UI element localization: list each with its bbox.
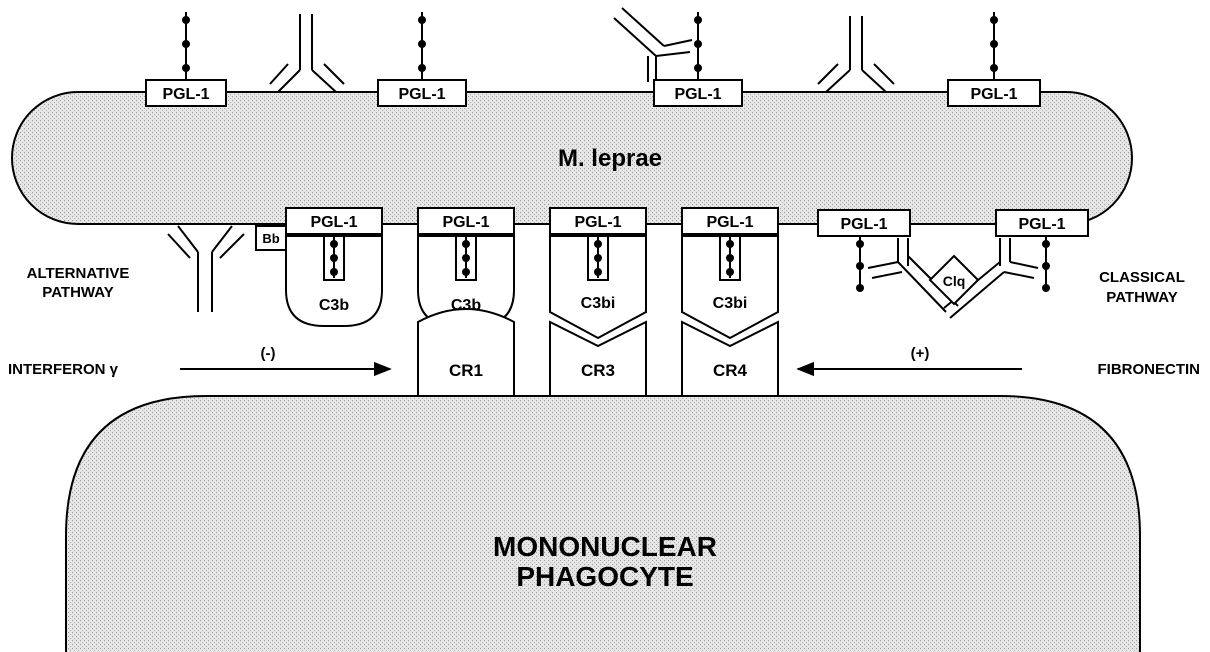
pgl1-top-3: PGL-1 [653, 12, 743, 107]
c1q-molecule [928, 254, 980, 306]
antibody-bottom-left [167, 225, 245, 312]
alternative-pathway-label-2: PATHWAY [42, 284, 113, 301]
classical-complex: PGL-1 PGL-1 Clq [817, 209, 1089, 319]
antibody-top-2 [817, 16, 895, 93]
phagocyte-label-line2: PHAGOCYTE [516, 561, 693, 592]
interferon-label: INTERFERON γ [8, 361, 119, 378]
c3b-alt-label: C3b [319, 297, 349, 314]
pgl1-bottom-6-label: PGL-1 [1018, 216, 1065, 233]
pgl1-top-1-label: PGL-1 [162, 86, 209, 103]
phagocyte-label-line1: MONONUCLEAR [493, 531, 717, 562]
c3bi-cr4-label: C3bi [713, 295, 748, 312]
fibronectin-label: FIBRONECTIN [1098, 361, 1201, 378]
pgl1-bottom-5-label: PGL-1 [840, 216, 887, 233]
pgl1-c3b-cr1: PGL-1 C3b CR1 [417, 207, 515, 397]
antibody-top-3-bound [613, 7, 693, 82]
pgl1-top-3-label: PGL-1 [674, 86, 721, 103]
pgl1-top-4-label: PGL-1 [970, 86, 1017, 103]
pgl1-top-2-label: PGL-1 [398, 86, 445, 103]
bb-fragment: Bb [255, 225, 287, 251]
pgl1-top-1: PGL-1 [145, 12, 227, 107]
cr4-label: CR4 [713, 361, 748, 380]
phagocyte-body [65, 395, 1141, 652]
cr4-receptor [681, 320, 779, 397]
bb-label: Bb [262, 231, 279, 246]
interferon-effect-label: (-) [261, 345, 276, 362]
pgl1-c3bi-cr4: PGL-1 C3bi CR4 [681, 207, 779, 397]
pgl1-bottom-1-label: PGL-1 [310, 214, 357, 231]
pgl1-top-2: PGL-1 [377, 12, 467, 107]
cr1-label: CR1 [449, 361, 483, 380]
classical-pathway-label-1: CLASSICAL [1099, 269, 1185, 286]
cr3-label: CR3 [581, 361, 615, 380]
cr3-receptor [549, 320, 647, 397]
pgl1-c3bi-cr3: PGL-1 C3bi CR3 [549, 207, 647, 397]
cr1-receptor [417, 308, 515, 397]
pgl1-top-4: PGL-1 [947, 12, 1041, 107]
classical-pathway-label-2: PATHWAY [1106, 289, 1177, 306]
pgl1-bottom-4-label: PGL-1 [706, 214, 753, 231]
pgl1-c3b-alternative: PGL-1 C3b [285, 207, 383, 327]
alternative-pathway-label-1: ALTERNATIVE [27, 265, 130, 282]
pgl1-bottom-3-label: PGL-1 [574, 214, 621, 231]
c1q-label: Clq [943, 273, 966, 289]
mleprae-label: M. leprae [558, 145, 662, 172]
c3bi-cr3-label: C3bi [581, 295, 616, 312]
pgl1-bottom-2-label: PGL-1 [442, 214, 489, 231]
fibronectin-effect-label: (+) [911, 345, 930, 362]
antibody-top-1 [269, 14, 345, 93]
